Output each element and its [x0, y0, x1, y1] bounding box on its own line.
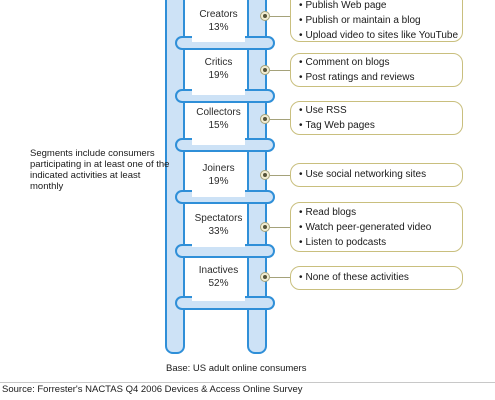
activity-item: Use RSS: [299, 103, 462, 118]
activity-item: Upload video to sites like YouTube: [299, 28, 462, 43]
segment-name: Spectators: [194, 213, 243, 224]
connector-dot: [260, 272, 270, 282]
connector-line: [270, 175, 290, 176]
connector-line: [270, 119, 290, 120]
connector-line: [270, 227, 290, 228]
ladder-left-rail: [165, 0, 185, 354]
activities-box-inactives: None of these activities: [290, 266, 463, 290]
activity-item: None of these activities: [299, 270, 462, 285]
segment-percent: 19%: [208, 70, 229, 81]
segment-name: Joiners: [202, 163, 235, 174]
segment-critics: Critics 19%: [192, 53, 245, 95]
activity-item: Listen to podcasts: [299, 235, 462, 250]
activity-item: Publish Web page: [299, 0, 462, 13]
activity-item: Publish or maintain a blog: [299, 13, 462, 28]
activity-item: Tag Web pages: [299, 118, 462, 133]
segment-percent: 15%: [208, 120, 229, 131]
segment-collectors: Collectors 15%: [192, 103, 245, 145]
connector-line: [270, 277, 290, 278]
activities-box-critics: Comment on blogs Post ratings and review…: [290, 53, 463, 87]
connector-line: [270, 16, 290, 17]
segment-spectators: Spectators 33%: [192, 205, 245, 247]
activity-item: Use social networking sites: [299, 167, 462, 182]
activity-item: Watch peer-generated video: [299, 220, 462, 235]
segment-name: Inactives: [198, 265, 239, 276]
segment-name: Collectors: [196, 107, 241, 118]
connector-dot: [260, 65, 270, 75]
activities-box-creators: Publish Web page Publish or maintain a b…: [290, 0, 463, 42]
segment-percent: 52%: [208, 278, 229, 289]
source-note: Source: Forrester's NACTAS Q4 2006 Devic…: [2, 384, 303, 395]
activity-item: Read blogs: [299, 205, 462, 220]
segment-definition-note: Segments include consumers participating…: [30, 148, 170, 192]
connector-dot: [260, 222, 270, 232]
activity-item: Post ratings and reviews: [299, 70, 462, 85]
activities-box-joiners: Use social networking sites: [290, 163, 463, 187]
segment-percent: 13%: [208, 22, 229, 33]
segment-name: Critics: [204, 57, 233, 68]
segment-percent: 19%: [208, 176, 229, 187]
activities-box-collectors: Use RSS Tag Web pages: [290, 101, 463, 135]
base-note: Base: US adult online consumers: [166, 363, 307, 374]
footer-divider: [0, 382, 495, 383]
connector-dot: [260, 11, 270, 21]
segment-name: Creators: [199, 9, 238, 20]
segment-percent: 33%: [208, 226, 229, 237]
connector-dot: [260, 114, 270, 124]
activity-item: Comment on blogs: [299, 55, 462, 70]
segment-joiners: Joiners 19%: [192, 155, 245, 197]
activities-box-spectators: Read blogs Watch peer-generated video Li…: [290, 202, 463, 252]
connector-dot: [260, 170, 270, 180]
segment-inactives: Inactives 52%: [192, 259, 245, 301]
connector-line: [270, 70, 290, 71]
segment-creators: Creators 13%: [192, 0, 245, 42]
